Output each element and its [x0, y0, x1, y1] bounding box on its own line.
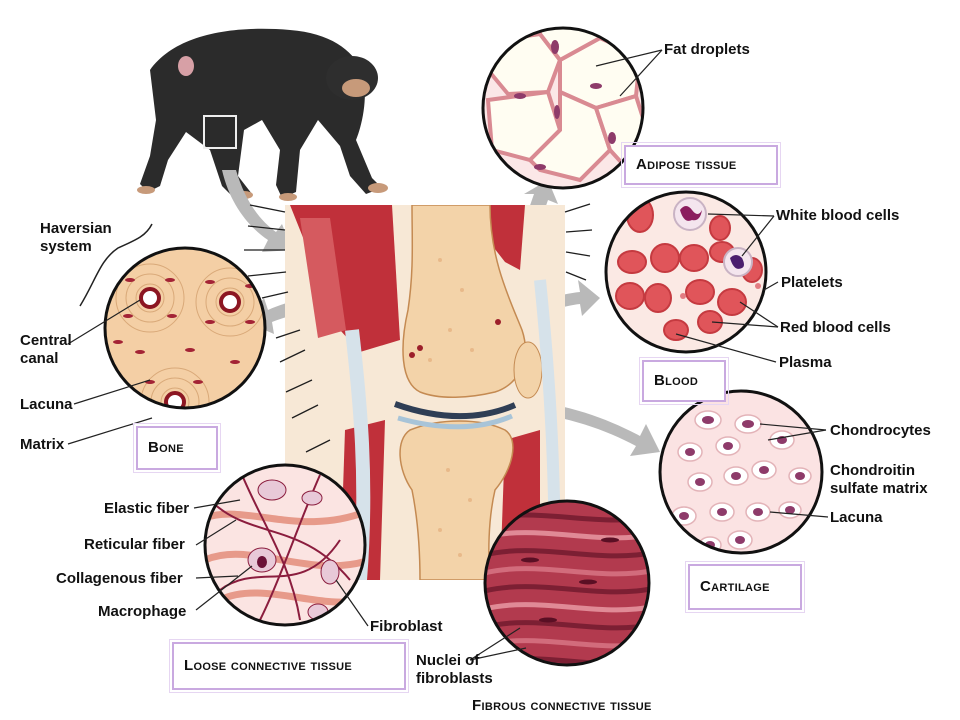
label-central-canal-line2: canal	[20, 350, 59, 367]
title-cartilage-text: Cartilage	[700, 578, 770, 595]
label-elastic-fiber: Elastic fiber	[104, 500, 190, 517]
label-chondroitin-line1: Chondroitin	[830, 462, 915, 479]
bone-circle	[103, 246, 267, 410]
cartilage-circle	[658, 389, 824, 555]
label-collagenous-fiber: Collagenous fiber	[56, 570, 183, 587]
label-central-canal-line1: Central	[20, 332, 72, 349]
label-plasma: Plasma	[779, 354, 832, 371]
blood-circle	[604, 190, 768, 354]
title-blood-text: Blood	[654, 372, 699, 389]
label-haversian-line1: Haversian	[40, 220, 112, 237]
label-central-canal: Central canal	[20, 332, 72, 368]
title-fibrous-text: Fibrous connective tissue	[472, 697, 652, 714]
title-bone: Bone	[133, 423, 221, 473]
label-lacuna-cartilage: Lacuna	[830, 509, 883, 526]
label-chondroitin-sulfate-matrix: Chondroitin sulfate matrix	[830, 462, 928, 498]
title-adipose-tissue: Adipose tissue	[621, 142, 781, 188]
title-blood: Blood	[639, 357, 729, 405]
title-bone-text: Bone	[148, 439, 184, 456]
label-red-blood-cells: Red blood cells	[780, 319, 891, 336]
title-loose-connective-tissue: Loose connective tissue	[169, 639, 409, 693]
title-loose-text: Loose connective tissue	[184, 657, 353, 674]
title-adipose-text: Adipose tissue	[636, 156, 737, 173]
label-matrix: Matrix	[20, 436, 65, 453]
fibrous-connective-tissue-circle	[483, 499, 651, 667]
title-cartilage: Cartilage	[685, 561, 805, 613]
leader-lines	[67, 49, 829, 661]
label-nuclei-of-fibroblasts: Nuclei of fibroblasts	[416, 652, 493, 688]
label-fibroblast: Fibroblast	[370, 618, 443, 635]
label-lacuna-bone: Lacuna	[20, 396, 73, 413]
label-chondroitin-line2: sulfate matrix	[830, 480, 928, 497]
label-macrophage: Macrophage	[98, 603, 187, 620]
label-nuclei-line2: fibroblasts	[416, 670, 493, 687]
label-chondrocytes: Chondrocytes	[830, 422, 931, 439]
label-fat-droplets: Fat droplets	[664, 41, 750, 58]
label-white-blood-cells: White blood cells	[776, 207, 900, 224]
label-reticular-fiber: Reticular fiber	[84, 536, 185, 553]
label-haversian-line2: system	[40, 238, 92, 255]
label-platelets: Platelets	[781, 274, 843, 291]
label-nuclei-line1: Nuclei of	[416, 652, 480, 669]
title-fibrous-connective-tissue: Fibrous connective tissue	[472, 697, 652, 715]
chimpanzee-illustration	[137, 28, 388, 201]
label-haversian-system: Haversian system	[40, 220, 112, 256]
